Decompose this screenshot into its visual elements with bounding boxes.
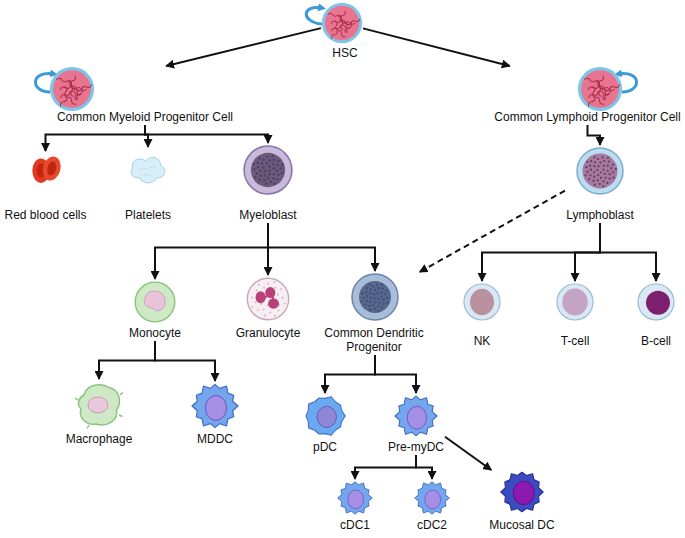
cell-label: B-cell — [640, 334, 673, 348]
lineage-arrow — [145, 125, 268, 143]
cell-illustration — [126, 148, 170, 192]
cell-label: Common Lymphoid Progenitor Cell — [493, 110, 682, 124]
cell-node: HSC — [321, 2, 363, 60]
cell-label: T-cell — [560, 334, 591, 348]
cell-label: Mucosal DC — [488, 518, 556, 532]
cell-node: B-cell — [636, 282, 676, 348]
cell-node: Granulocyte — [235, 276, 302, 340]
lineage-arrow — [268, 223, 375, 271]
cell-illustration — [414, 480, 450, 516]
cell-illustration — [303, 394, 347, 438]
cell-label: pDC — [312, 440, 339, 454]
cell-label: Granulocyte — [235, 326, 302, 340]
cell-illustration — [191, 382, 239, 430]
cell-label: MDDC — [196, 432, 234, 446]
lineage-arrow — [155, 341, 215, 381]
cell-node: cDC1 — [337, 480, 373, 532]
lineage-arrow — [416, 455, 432, 479]
lineage-arrow — [445, 437, 491, 470]
lineage-arrow — [588, 125, 601, 145]
cell-node: T-cell — [555, 282, 595, 348]
cell-illustration — [28, 152, 64, 188]
cell-node: pDC — [303, 394, 347, 454]
cell-node: Mucosal DC — [488, 470, 556, 532]
cell-label: cDC2 — [416, 518, 449, 532]
cell-illustration — [74, 380, 124, 430]
cell-node: NK — [462, 282, 502, 348]
cell-node: Common Myeloid Progenitor Cell — [49, 66, 235, 124]
lineage-arrow — [375, 355, 416, 393]
cell-illustration — [500, 470, 544, 514]
cell-node: Common Dendritic Progenitor — [319, 272, 431, 354]
cell-node: Lymphoblast — [565, 146, 635, 222]
cell-illustration — [394, 394, 438, 438]
cell-illustration — [49, 66, 95, 112]
cell-label: Lymphoblast — [565, 208, 635, 222]
cell-illustration — [245, 276, 291, 322]
cell-node: cDC2 — [414, 480, 450, 532]
self-renewal-arrow — [306, 7, 322, 24]
lineage-arrow — [166, 28, 321, 66]
lineage-arrow — [482, 223, 600, 281]
cell-label: Pre-myDC — [387, 440, 445, 454]
cell-label: Platelets — [124, 208, 173, 222]
cell-node: Red blood cells — [3, 152, 88, 222]
cell-label: NK — [473, 334, 492, 348]
cell-illustration — [133, 280, 177, 324]
cell-illustration — [337, 480, 373, 516]
cell-illustration — [636, 282, 676, 322]
cell-label: Red blood cells — [3, 208, 88, 222]
cell-node: Common Lymphoid Progenitor Cell — [493, 66, 682, 124]
lineage-arrow — [325, 355, 375, 393]
cell-label: Myeloblast — [238, 208, 298, 222]
cell-label: cDC1 — [339, 518, 372, 532]
cell-illustration — [555, 282, 595, 322]
cell-label: HSC — [331, 46, 359, 60]
cell-node: Monocyte — [128, 280, 183, 340]
cell-node: Macrophage — [65, 380, 134, 446]
cell-node: MDDC — [191, 382, 239, 446]
cell-illustration — [321, 2, 363, 44]
lineage-arrow — [575, 223, 600, 281]
cell-node: Myeloblast — [238, 144, 298, 222]
lineage-arrow — [420, 191, 565, 272]
cell-illustration — [577, 66, 623, 112]
lineage-arrow — [46, 125, 146, 151]
cell-illustration — [242, 144, 294, 196]
cell-illustration — [575, 146, 625, 196]
lineage-arrow — [355, 455, 416, 479]
cell-node: Pre-myDC — [387, 394, 445, 454]
lineage-arrow — [363, 28, 510, 66]
cell-node: Platelets — [124, 148, 173, 222]
cell-label: Macrophage — [65, 432, 134, 446]
lineage-arrow — [99, 341, 155, 379]
cell-label: Common Myeloid Progenitor Cell — [56, 110, 235, 124]
cell-label: Common Dendritic Progenitor — [319, 326, 429, 354]
cell-illustration — [350, 272, 400, 322]
lineage-arrow — [155, 223, 268, 279]
lineage-arrow — [600, 223, 656, 281]
cell-illustration — [462, 282, 502, 322]
cell-label: Monocyte — [128, 326, 183, 340]
